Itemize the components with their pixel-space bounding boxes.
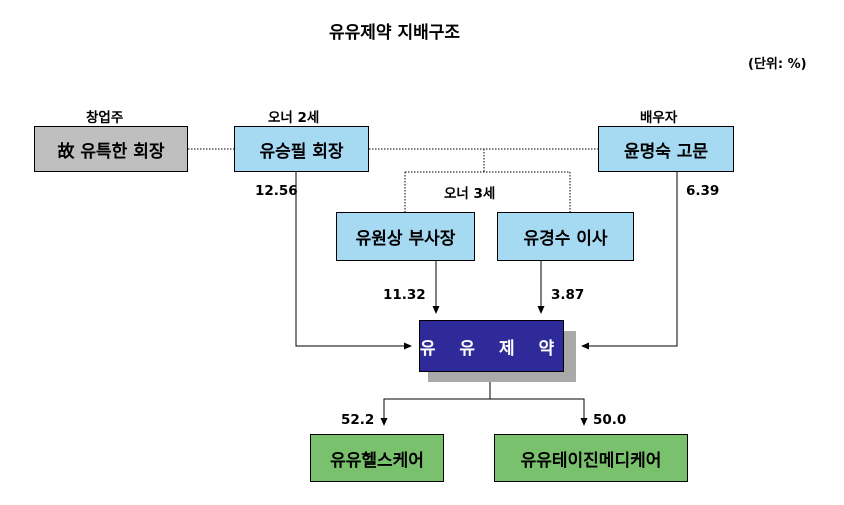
stake-vp: 11.32 (383, 287, 426, 303)
caption-owner3: 오너 3세 (444, 186, 496, 202)
advisor-stake-arrow (581, 172, 678, 350)
chairman-box: 유승필 회장 (234, 126, 369, 172)
advisor-box: 윤명숙 고문 (598, 126, 734, 172)
stake-director: 3.87 (551, 287, 585, 303)
caption-owner2: 오너 2세 (268, 110, 320, 126)
stake-advisor: 6.39 (686, 183, 720, 199)
subsidiary-box-teijin: 유유테이진메디케어 (494, 434, 688, 482)
stake-sub1: 52.2 (341, 412, 375, 428)
caption-spouse: 배우자 (640, 110, 678, 126)
company-box: 유 유 제 약 (419, 320, 564, 372)
chairman-stake-arrow (295, 172, 412, 350)
caption-founder: 창업주 (86, 110, 124, 126)
subsidiary-box-healthcare: 유유헬스케어 (310, 434, 444, 482)
page-title: 유유제약 지배구조 (329, 23, 461, 43)
stake-sub2: 50.0 (593, 412, 627, 428)
sub2-stake-arrow (490, 398, 588, 426)
stake-chairman: 12.56 (255, 183, 298, 199)
director-box: 유경수 이사 (497, 212, 634, 261)
sub1-stake-arrow (380, 398, 490, 426)
founder-box: 故 유특한 회장 (34, 126, 188, 172)
unit-label: (단위: %) (748, 57, 807, 72)
vp-box: 유원상 부사장 (336, 212, 475, 261)
